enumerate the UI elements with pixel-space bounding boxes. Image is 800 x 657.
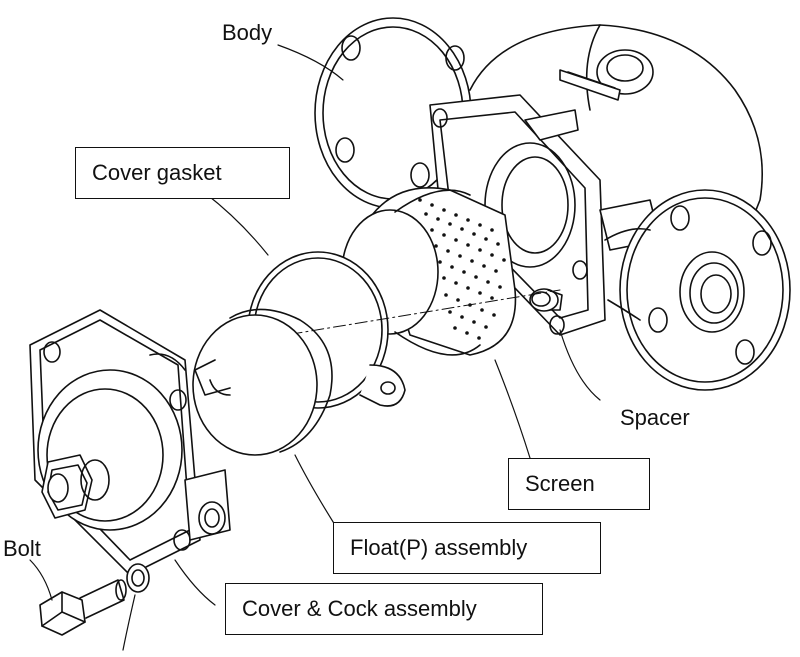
label-screen: Screen <box>508 458 650 510</box>
float-assembly-part <box>193 309 332 455</box>
cover-cock-assembly-part <box>30 310 230 575</box>
label-spacer: Spacer <box>620 405 690 430</box>
label-cover-cock-assembly: Cover & Cock assembly <box>225 583 543 635</box>
body-part <box>315 18 790 390</box>
washer-part <box>127 564 149 592</box>
label-bolt: Bolt <box>3 536 41 561</box>
spacer-part <box>530 289 562 311</box>
label-cover-gasket: Cover gasket <box>75 147 290 199</box>
leader-lines <box>30 45 600 650</box>
label-float-assembly: Float(P) assembly <box>333 522 601 574</box>
label-body: Body <box>222 20 273 45</box>
bolt-part <box>40 580 126 635</box>
